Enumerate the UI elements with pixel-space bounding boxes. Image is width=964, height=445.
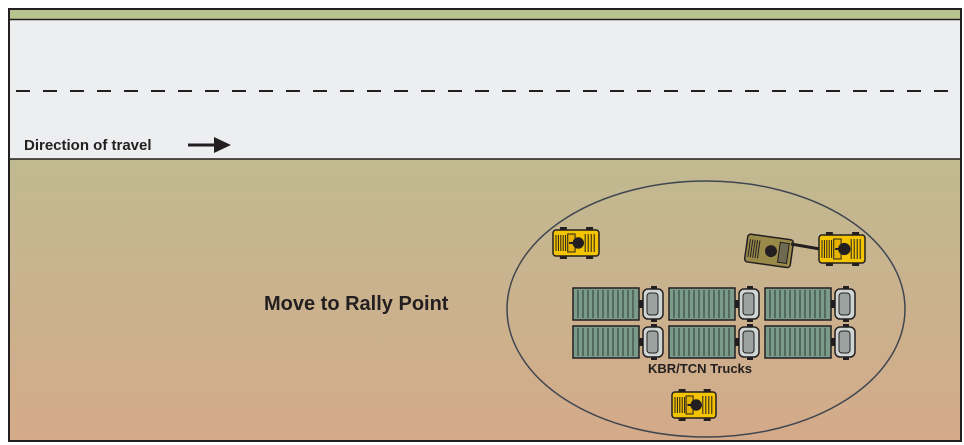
trucks-label: KBR/TCN Trucks [648,361,752,376]
truck-icon [668,324,760,360]
armored-vehicle-icon [552,227,600,259]
truck-icon [764,286,856,322]
frame [8,8,962,442]
recovery-vehicle-group [743,232,866,269]
armored-vehicle-icon [671,389,717,421]
truck-icon [668,286,760,322]
truck-icon [572,324,664,360]
escort-vehicle-group [552,227,717,421]
towed-vehicle-icon [743,233,795,269]
direction-label: Direction of travel [24,137,152,154]
road [9,19,961,159]
direction-arrow-icon [188,137,231,153]
truck-icon [764,324,856,360]
truck-group [572,286,856,360]
roadside-strip [9,9,961,19]
truck-icon [572,286,664,322]
tow-bar [790,242,821,251]
rally-point-area [506,180,906,438]
rally-point-label: Move to Rally Point [264,293,449,315]
wrecker-vehicle-icon [818,232,866,266]
